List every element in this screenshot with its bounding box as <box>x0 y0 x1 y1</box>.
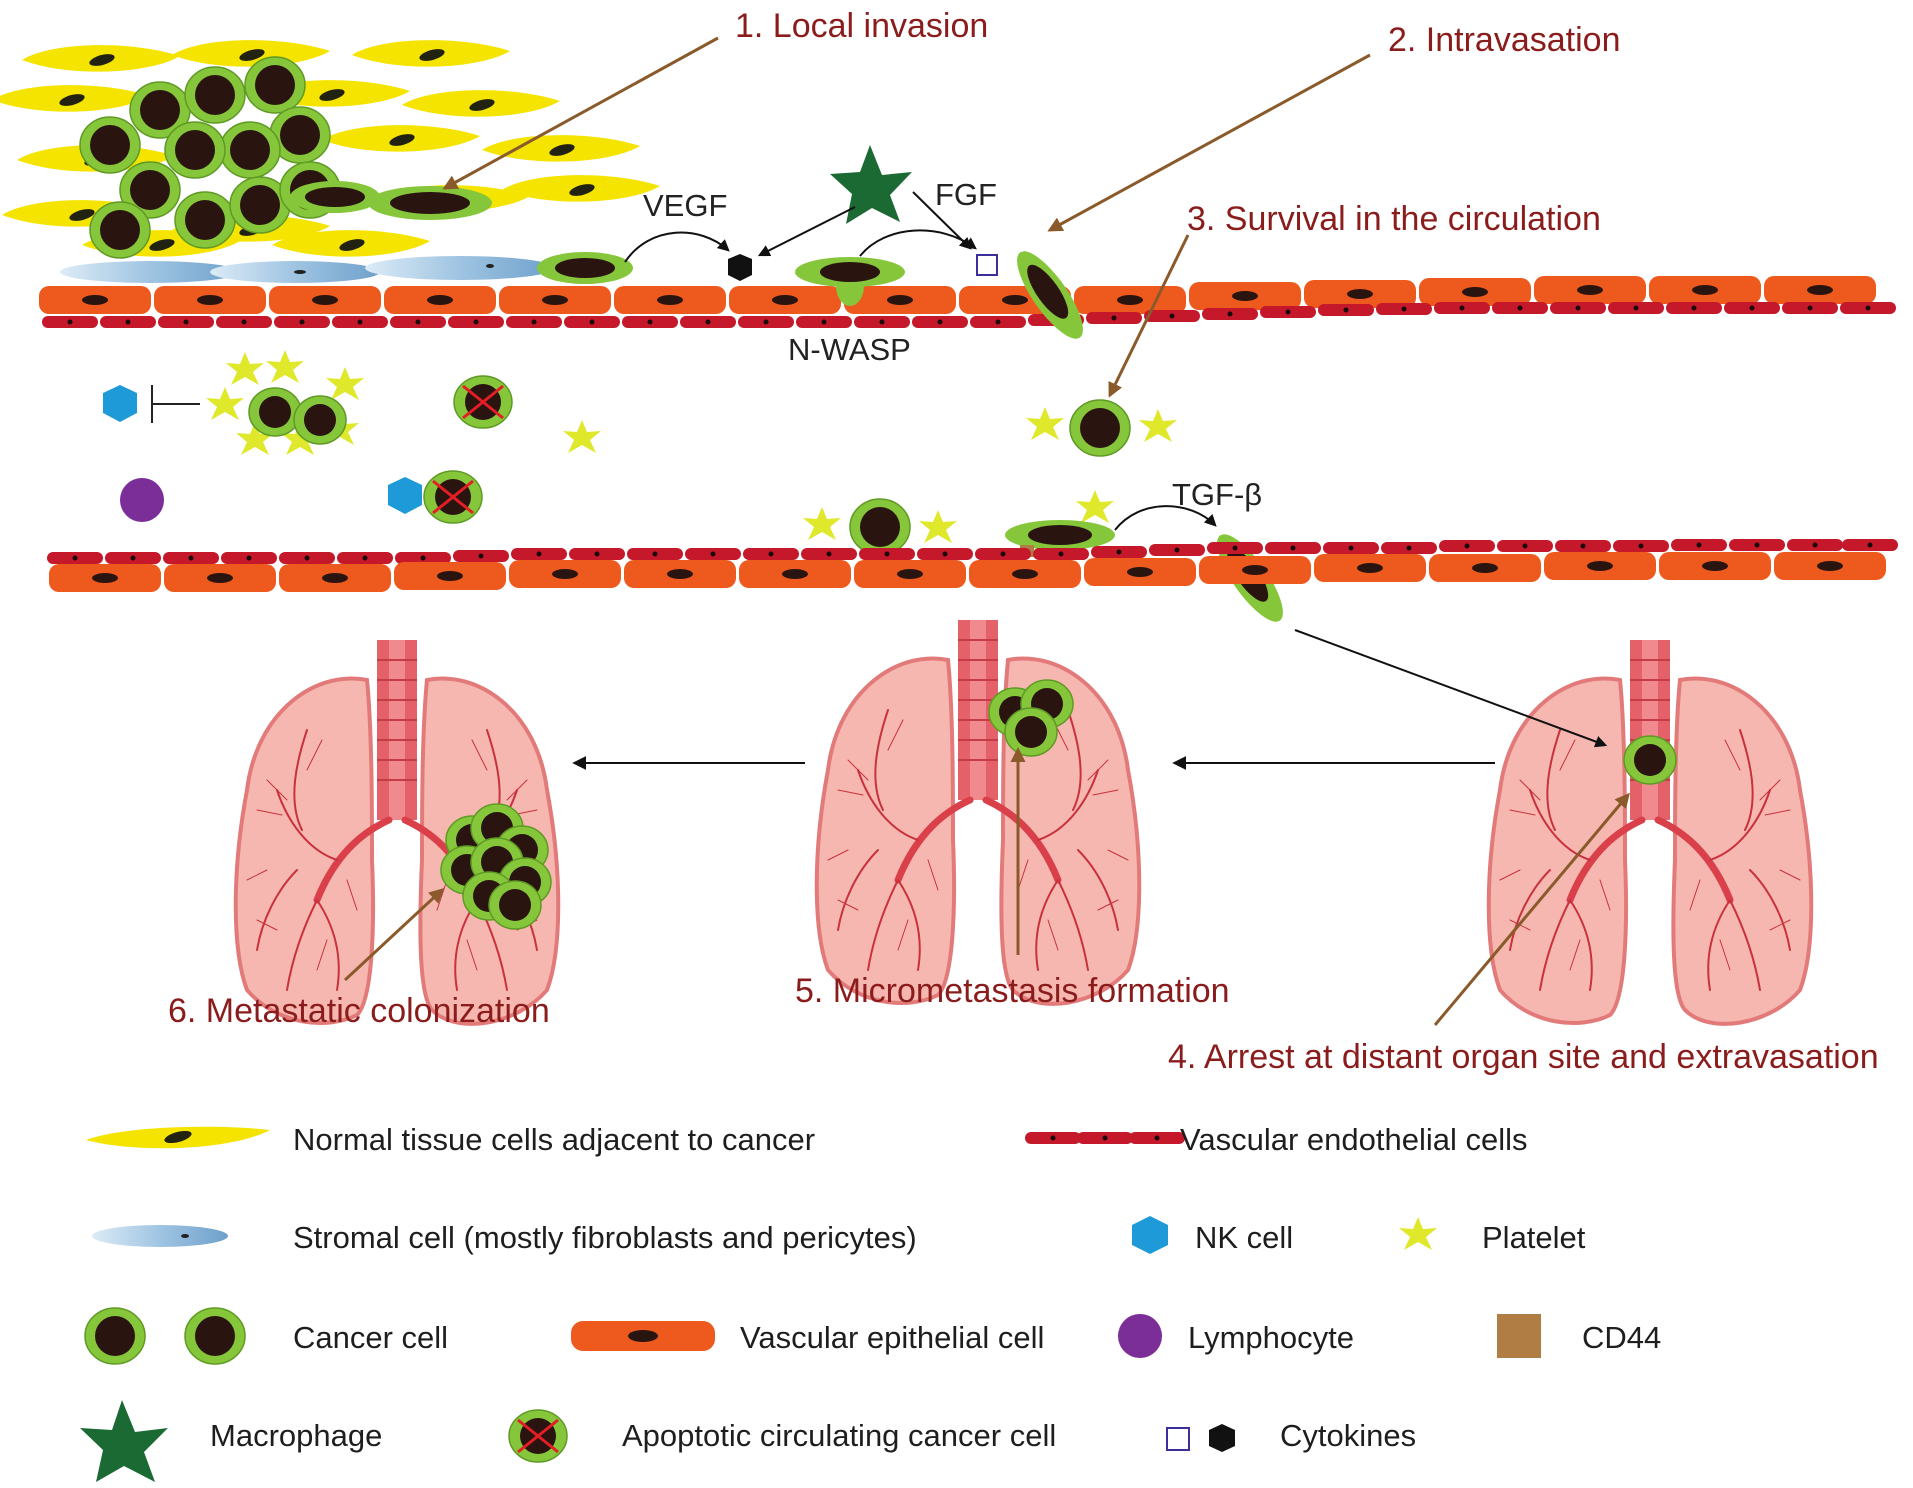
svg-text:Cancer cell: Cancer cell <box>293 1320 448 1355</box>
step-5-label: 5. Micrometastasis formation <box>795 972 1230 1010</box>
macrophage-icon <box>830 145 912 224</box>
cancer-cell-icon <box>84 1307 246 1365</box>
platelet-coated-cancer-cells <box>206 350 364 455</box>
arrested-cancer-cell-with-platelets <box>803 498 957 556</box>
step-3-label: 3. Survival in the circulation <box>1187 200 1601 238</box>
legend-lymphocyte: Lymphocyte <box>1118 1314 1354 1358</box>
migrating-cancer-cell-1 <box>537 252 633 284</box>
vegf-label: VEGF <box>643 188 727 223</box>
svg-text:Stromal cell (mostly fibroblas: Stromal cell (mostly fibroblasts and per… <box>293 1220 917 1255</box>
lung-colonization <box>236 640 559 1024</box>
nk-cell-inhibited <box>103 385 200 423</box>
adherent-cancer-cell <box>1005 490 1115 550</box>
step-4-label: 4. Arrest at distant organ site and extr… <box>1168 1038 1879 1076</box>
apoptotic-cell-2 <box>422 469 484 525</box>
legend-vascular-epithelial: Vascular epithelial cell <box>571 1320 1044 1355</box>
primary-tumor-cluster <box>79 56 492 259</box>
legend-macrophage: Macrophage <box>80 1400 382 1482</box>
legend-nk-cell: NK cell <box>1132 1216 1293 1255</box>
nk-cell-attacking <box>388 477 422 514</box>
vascular-epithelial-cell-icon <box>571 1321 715 1351</box>
fgf-label: FGF <box>935 177 997 212</box>
lung-micrometastasis <box>817 620 1140 1004</box>
legend-vascular-endothelial: Vascular endothelial cells <box>1025 1122 1528 1157</box>
lower-vessel-wall <box>47 539 1898 592</box>
macrophage-icon <box>80 1400 168 1482</box>
legend-platelet: Platelet <box>1399 1217 1586 1255</box>
lung-icon <box>817 620 1140 1004</box>
nk-cell-icon <box>1132 1216 1168 1254</box>
nwasp-label: N-WASP <box>788 332 911 367</box>
svg-text:Cytokines: Cytokines <box>1280 1418 1416 1453</box>
step-2-label: 2. Intravasation <box>1388 21 1620 59</box>
upper-vessel-wall <box>39 276 1896 328</box>
cd44-icon <box>1497 1314 1541 1358</box>
svg-text:Lymphocyte: Lymphocyte <box>1188 1320 1354 1355</box>
stromal-cell-icon <box>92 1225 228 1247</box>
cytokine-hexagon-icon <box>728 254 752 281</box>
svg-text:NK cell: NK cell <box>1195 1220 1293 1255</box>
svg-text:Platelet: Platelet <box>1482 1220 1586 1255</box>
legend-apoptotic: Apoptotic circulating cancer cell <box>507 1408 1056 1464</box>
lymphocyte-icon <box>120 478 164 522</box>
tgfb-label: TGF-β <box>1172 477 1262 512</box>
apoptotic-cell-icon <box>507 1408 569 1464</box>
svg-text:Vascular endothelial cells: Vascular endothelial cells <box>1180 1122 1528 1157</box>
lung-arrest <box>1489 640 1812 1024</box>
legend: Normal tissue cells adjacent to cancer V… <box>80 1122 1661 1482</box>
svg-text:Vascular epithelial cell: Vascular epithelial cell <box>740 1320 1044 1355</box>
intravasating-cancer-cell <box>1017 251 1083 339</box>
cytokine-hexagon-icon <box>1209 1424 1235 1452</box>
nk-cell-icon <box>103 385 137 422</box>
lung-icon <box>1489 640 1812 1024</box>
invading-cancer-cell <box>368 186 492 220</box>
arrested-cell <box>1623 735 1677 785</box>
step-6-label: 6. Metastatic colonization <box>168 992 550 1030</box>
svg-text:Macrophage: Macrophage <box>210 1418 382 1453</box>
legend-cd44: CD44 <box>1497 1314 1661 1358</box>
apoptotic-cell-1 <box>452 374 514 430</box>
vascular-endothelial-cell-icon <box>1025 1132 1185 1144</box>
legend-stromal: Stromal cell (mostly fibroblasts and per… <box>92 1220 917 1255</box>
svg-text:Apoptotic circulating cancer c: Apoptotic circulating cancer cell <box>622 1418 1056 1453</box>
cytokine-square-icon <box>1166 1427 1190 1451</box>
legend-cytokines: Cytokines <box>1166 1418 1416 1453</box>
lymphocyte-icon <box>1118 1314 1162 1358</box>
platelet-free <box>563 420 601 453</box>
migrating-cancer-cell-2 <box>795 257 905 306</box>
svg-text:CD44: CD44 <box>1582 1320 1661 1355</box>
svg-text:Normal tissue cells adjacent t: Normal tissue cells adjacent to cancer <box>293 1122 815 1157</box>
step-1-label: 1. Local invasion <box>735 7 988 45</box>
legend-normal-tissue: Normal tissue cells adjacent to cancer <box>86 1122 815 1157</box>
circulating-cancer-cell-with-platelets <box>1026 399 1177 457</box>
cytokine-square-icon <box>976 254 998 276</box>
legend-cancer-cell: Cancer cell <box>84 1307 448 1365</box>
platelet-icon <box>1399 1217 1437 1250</box>
normal-tissue-cell-icon <box>86 1126 270 1149</box>
stromal-cells <box>60 256 555 283</box>
